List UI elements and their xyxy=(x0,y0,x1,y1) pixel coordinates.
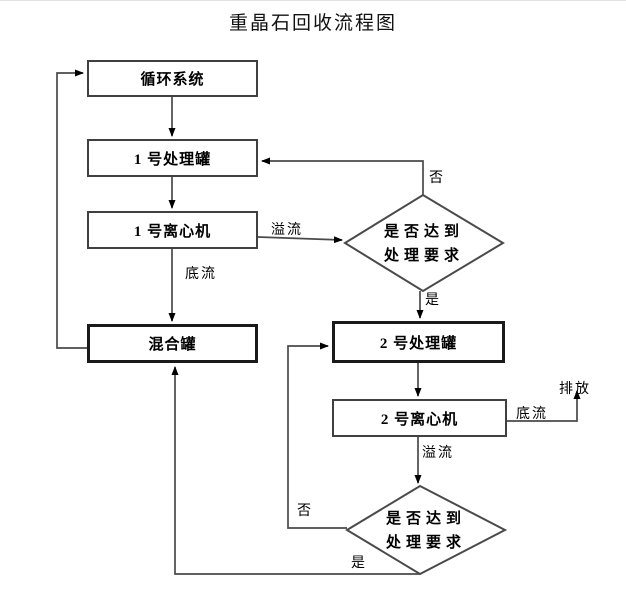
edge-label-yes-1: 是 xyxy=(425,293,441,308)
decision2-diamond xyxy=(345,484,508,576)
edge-label-yes-2: 是 xyxy=(351,556,367,571)
node-mixing-tank: 混合罐 xyxy=(87,324,258,363)
decision1-line1: 是否达到 xyxy=(383,224,464,240)
decision2-line2: 处理要求 xyxy=(385,535,466,551)
node-circulation-label: 循环系统 xyxy=(140,72,205,88)
node-centrifuge-1: 1 号离心机 xyxy=(87,211,258,249)
node-tank1-label: 1 号处理罐 xyxy=(133,151,212,168)
decision1-label: 是否达到 处理要求 xyxy=(344,220,504,268)
edge-label-discharge: 排放 xyxy=(559,382,591,397)
edge-label-underflow-2: 底流 xyxy=(516,407,548,422)
edge-mixing-to-circulation xyxy=(56,69,87,349)
decision1-line2: 处理要求 xyxy=(383,248,464,264)
decision2-label: 是否达到 处理要求 xyxy=(346,507,506,555)
edge-label-underflow-1: 底流 xyxy=(185,267,217,282)
decision1-diamond xyxy=(343,193,505,293)
node-centrifuge-2: 2 号离心机 xyxy=(332,399,507,437)
edge-centrifuge1-to-decision1 xyxy=(257,236,343,244)
decision2-line1: 是否达到 xyxy=(385,511,466,527)
node-mixing-label: 混合罐 xyxy=(148,337,197,353)
diagram-title: 重晶石回收流程图 xyxy=(228,13,397,34)
edge-label-overflow-1: 溢流 xyxy=(271,223,303,238)
node-treatment-tank-1: 1 号处理罐 xyxy=(87,139,258,177)
edge-label-no-2: 否 xyxy=(297,504,313,519)
node-tank2-label: 2 号处理罐 xyxy=(379,335,458,352)
edge-decision2-yes-to-mixing xyxy=(171,366,420,575)
edge-label-no-1: 否 xyxy=(429,171,445,186)
node-centrifuge2-label: 2 号离心机 xyxy=(380,411,459,428)
node-circulation-system: 循环系统 xyxy=(87,60,258,97)
edge-decision2-no-to-tank2 xyxy=(287,342,347,529)
node-centrifuge1-label: 1 号离心机 xyxy=(133,223,212,240)
edge-label-overflow-2: 溢流 xyxy=(422,446,454,461)
edge-centrifuge2-to-discharge xyxy=(507,390,581,422)
node-treatment-tank-2: 2 号处理罐 xyxy=(332,321,505,363)
edge-decision1-no-to-tank1 xyxy=(261,157,424,195)
